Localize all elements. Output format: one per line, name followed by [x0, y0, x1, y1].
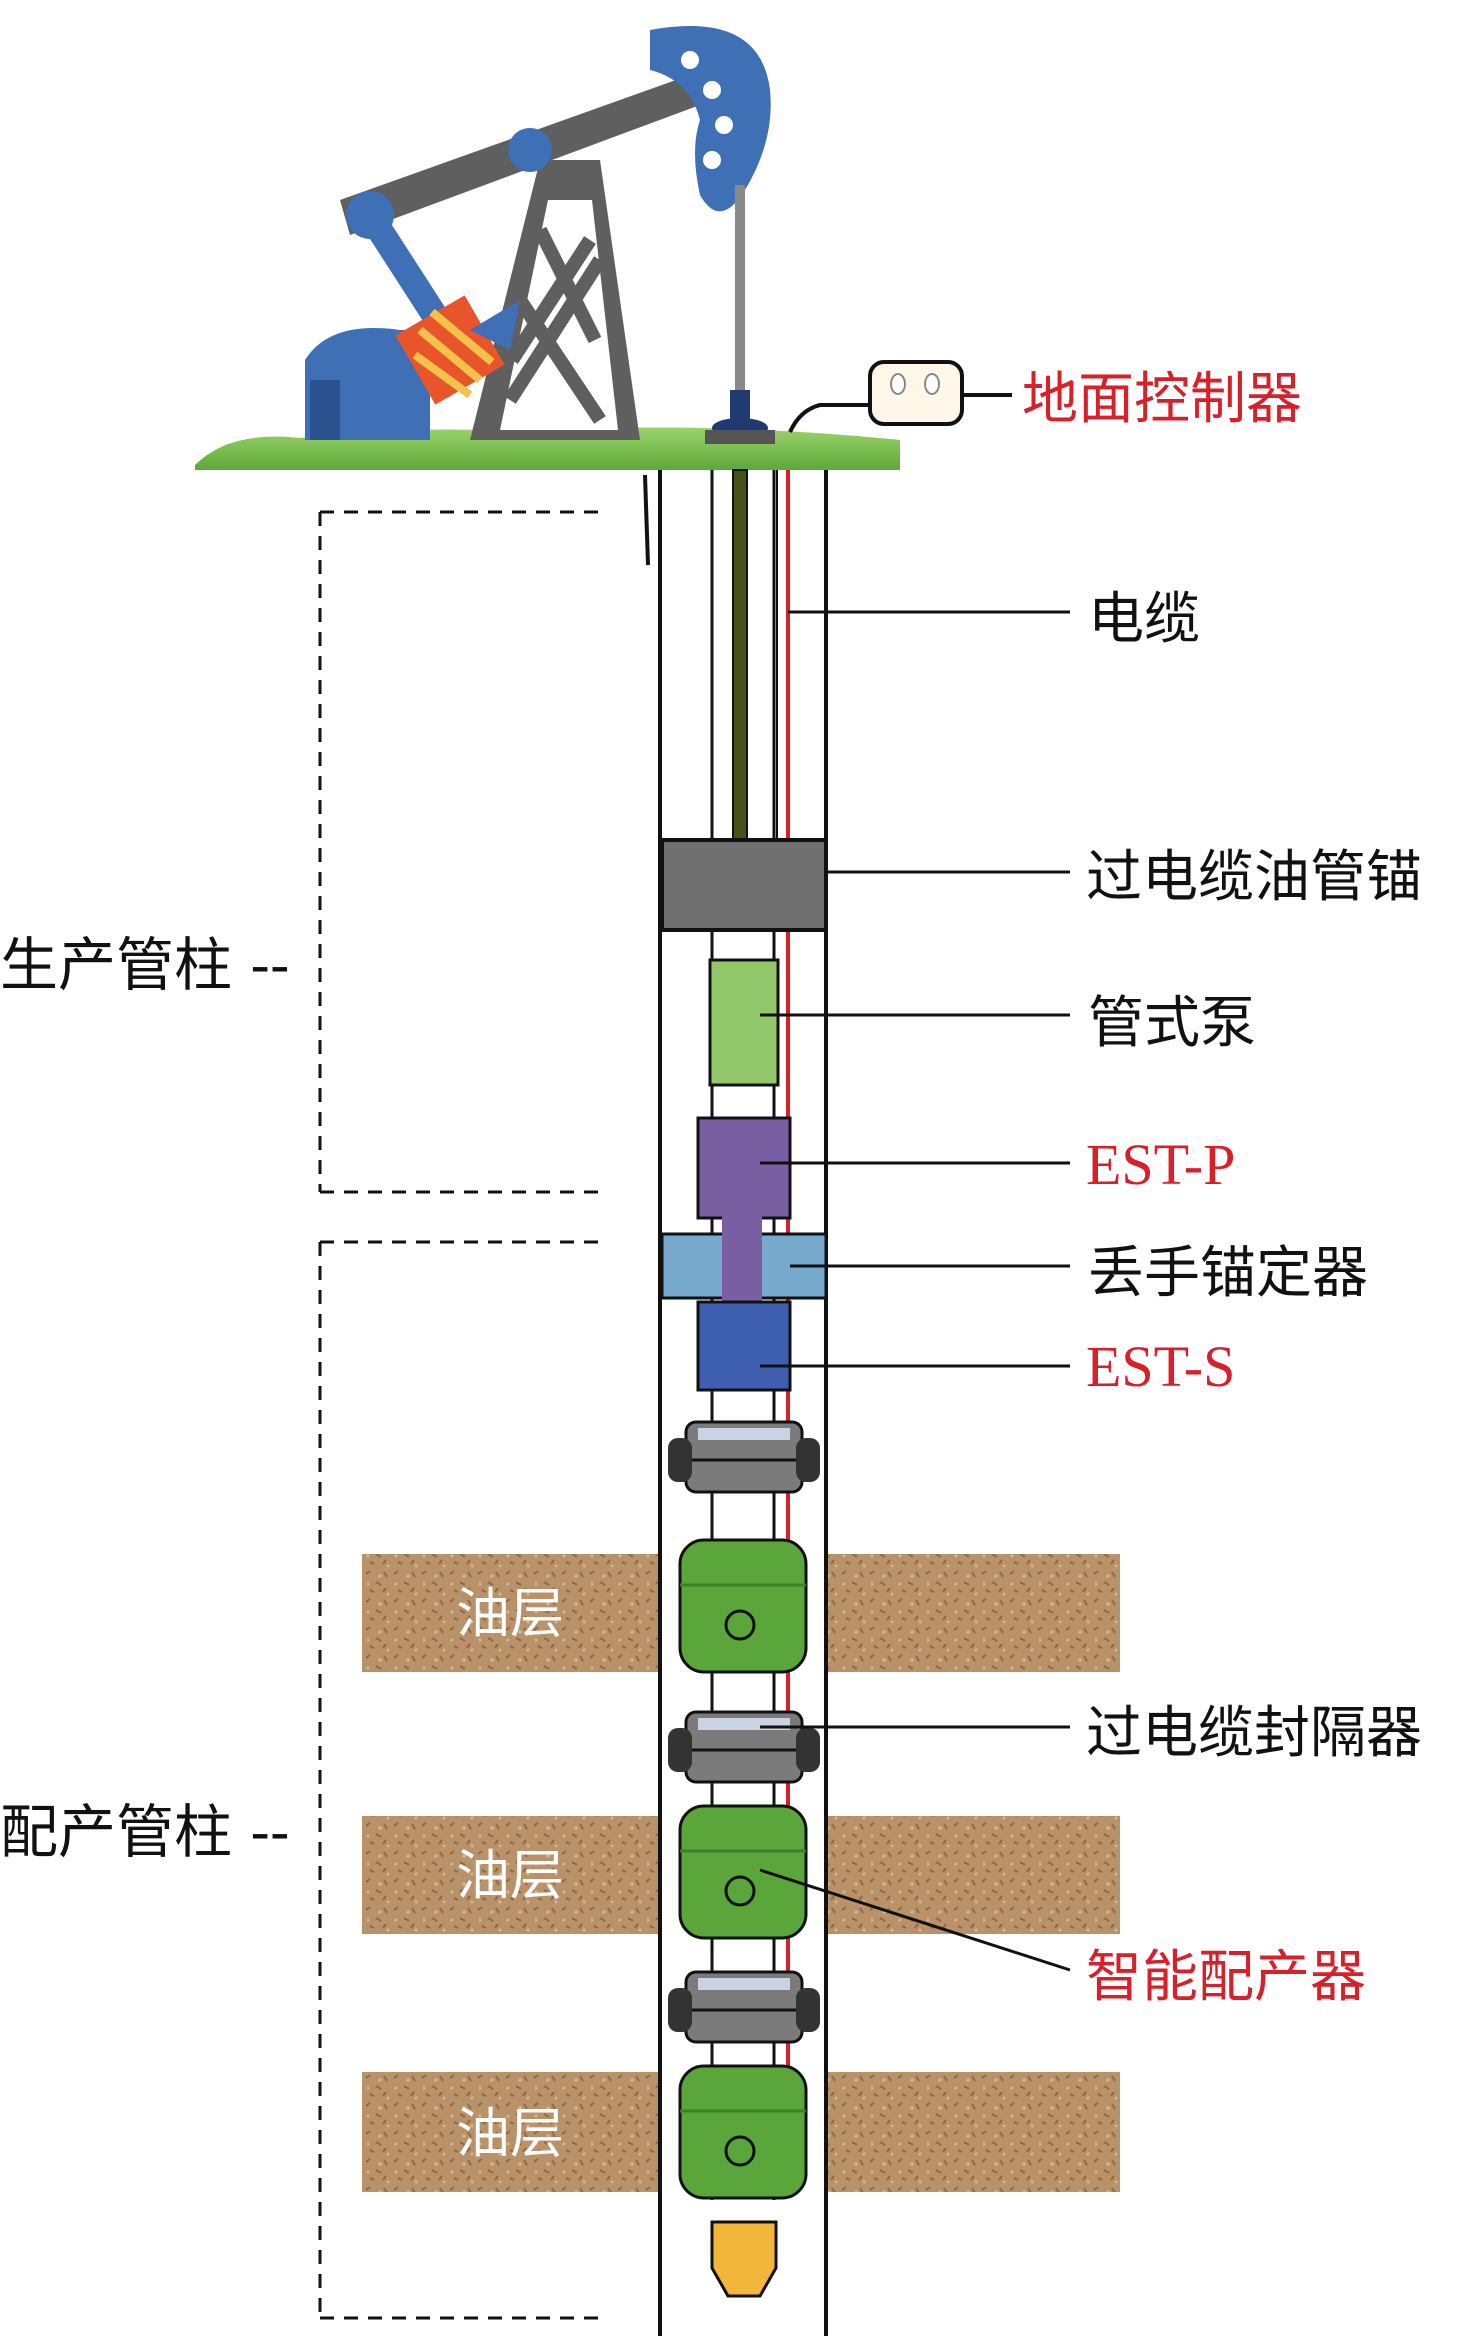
oil-layer-3-right [828, 2072, 1120, 2192]
tube-pump [708, 958, 780, 1087]
cable-packer-2 [668, 1710, 820, 1784]
oil-layer-label-2: 油层 [456, 1844, 564, 1907]
smart-distributor-3 [678, 2064, 808, 2200]
oil-layer-3-left [362, 2072, 658, 2192]
guide-nozzle [710, 2220, 778, 2298]
label-distribution-string: 配产管柱 -- [0, 1798, 290, 1866]
label-production-string: 生产管柱 -- [0, 931, 290, 999]
est-p-tool [696, 1116, 792, 1220]
pumpjack-icon [195, 26, 900, 470]
distribution-string-bracket [318, 1240, 600, 2320]
label-est-s: EST-S [1086, 1334, 1235, 1399]
cable-tubing-anchor [660, 838, 828, 932]
smart-distributor-1 [678, 1538, 808, 1674]
label-release-anchor: 丢手锚定器 [1088, 1241, 1368, 1306]
oil-layers: 油层 油层 油层 [362, 1554, 1120, 2192]
label-smart-distributor: 智能配产器 [1086, 1945, 1366, 2010]
leader-lines [759, 610, 1071, 1972]
label-cable-tubing-anchor: 过电缆油管锚 [1086, 845, 1422, 910]
production-string-bracket [318, 510, 600, 1194]
est-s-tool [696, 1300, 792, 1392]
oil-layer-2-right [828, 1816, 1120, 1934]
cable-packer-1 [668, 1420, 820, 1494]
smart-distributor-2 [678, 1804, 808, 1940]
oil-layer-1-left [362, 1554, 658, 1672]
label-cable-packer: 过电缆封隔器 [1086, 1701, 1422, 1766]
cable-packer-3 [668, 1970, 820, 2044]
wellbore [643, 470, 828, 2336]
label-cable: 电缆 [1088, 587, 1200, 652]
controller-box-icon [788, 360, 1012, 433]
label-tube-pump: 管式泵 [1088, 991, 1256, 1056]
label-est-p: EST-P [1086, 1132, 1235, 1197]
oil-layer-label-3: 油层 [456, 2102, 564, 2165]
oil-layer-1-right [828, 1554, 1120, 1672]
label-ground-controller: 地面控制器 [1022, 367, 1302, 432]
oil-layer-2-left [362, 1816, 658, 1934]
oil-layer-label-1: 油层 [456, 1582, 564, 1645]
sucker-rod [732, 469, 748, 841]
